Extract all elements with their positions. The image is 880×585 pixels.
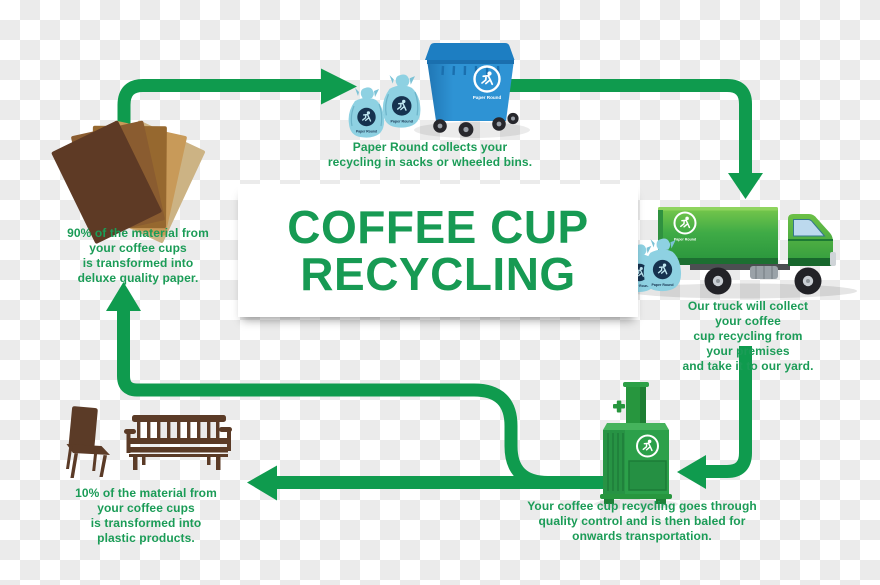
recycling-sack-front: Paper Round: [382, 74, 421, 128]
bin-ribs: [441, 65, 500, 76]
baler-top-bevel: [603, 423, 669, 430]
arrow-paper-to-collection: [117, 68, 357, 150]
arrow-collection-to-truck: [498, 79, 763, 199]
plastic-products-furniture: [66, 406, 232, 478]
bin-wheels: [433, 112, 519, 137]
title-line-2: RECYCLING: [300, 247, 576, 300]
title-line-1: COFFEE CUP: [287, 200, 589, 253]
caption-baling: Your coffee cup recycling goes through q…: [527, 499, 757, 543]
sack-brand-label: Paper Round: [356, 130, 377, 134]
baler-base: [600, 494, 672, 499]
baler-machine: [594, 382, 678, 509]
recycling-sack-back: Paper Round: [348, 87, 385, 138]
caption-transport: Our truck will collect your coffee cup r…: [682, 299, 814, 373]
paper-sheet-1: [51, 120, 162, 244]
truck-window: [793, 219, 826, 237]
truck-chassis: [690, 264, 790, 270]
truck-wheels: [704, 267, 822, 295]
baler-logo-ring: [636, 434, 659, 458]
deluxe-paper-fan: [51, 120, 205, 244]
truck-sack-front: Paper Round: [643, 238, 682, 292]
chair-silhouette: [66, 406, 110, 478]
truck-logo-ring: [673, 211, 697, 235]
arrow-truck-to-baler: [677, 346, 752, 489]
sack-brand-label: Paper Round: [391, 119, 413, 123]
caption-paper-output: 90% of the material from your coffee cup…: [67, 226, 209, 285]
title-card: COFFEE CUP RECYCLING: [238, 184, 638, 317]
bin-logo-ring: [473, 65, 501, 93]
paper-round-wheeled-bin: Paper Round: [414, 43, 530, 138]
caption-plastic-output: 10% of the material from your coffee cup…: [75, 486, 217, 545]
cycle-arrows: [106, 68, 763, 501]
bin-lid: [425, 43, 515, 60]
bin-brand-label: Paper Round: [473, 95, 502, 100]
bin-body: [427, 60, 514, 121]
baler-door: [628, 460, 667, 491]
bin-lip: [427, 60, 514, 64]
truck-brand-label: Paper Round: [674, 238, 696, 242]
arrow-baler-to-paper: [106, 282, 549, 489]
bench-silhouette: [124, 415, 232, 470]
caption-collection: Paper Round collects your recycling in s…: [327, 140, 533, 169]
paper-round-truck: Paper Round Paper: [622, 207, 857, 299]
truck-bumper: [830, 252, 836, 266]
baler-knob: [613, 400, 625, 413]
truck-box: [658, 207, 778, 264]
arrow-baler-to-plastic: [247, 465, 610, 501]
sack-brand-label: Paper Round: [629, 284, 649, 288]
sack-brand-label: Paper Round: [651, 283, 673, 287]
